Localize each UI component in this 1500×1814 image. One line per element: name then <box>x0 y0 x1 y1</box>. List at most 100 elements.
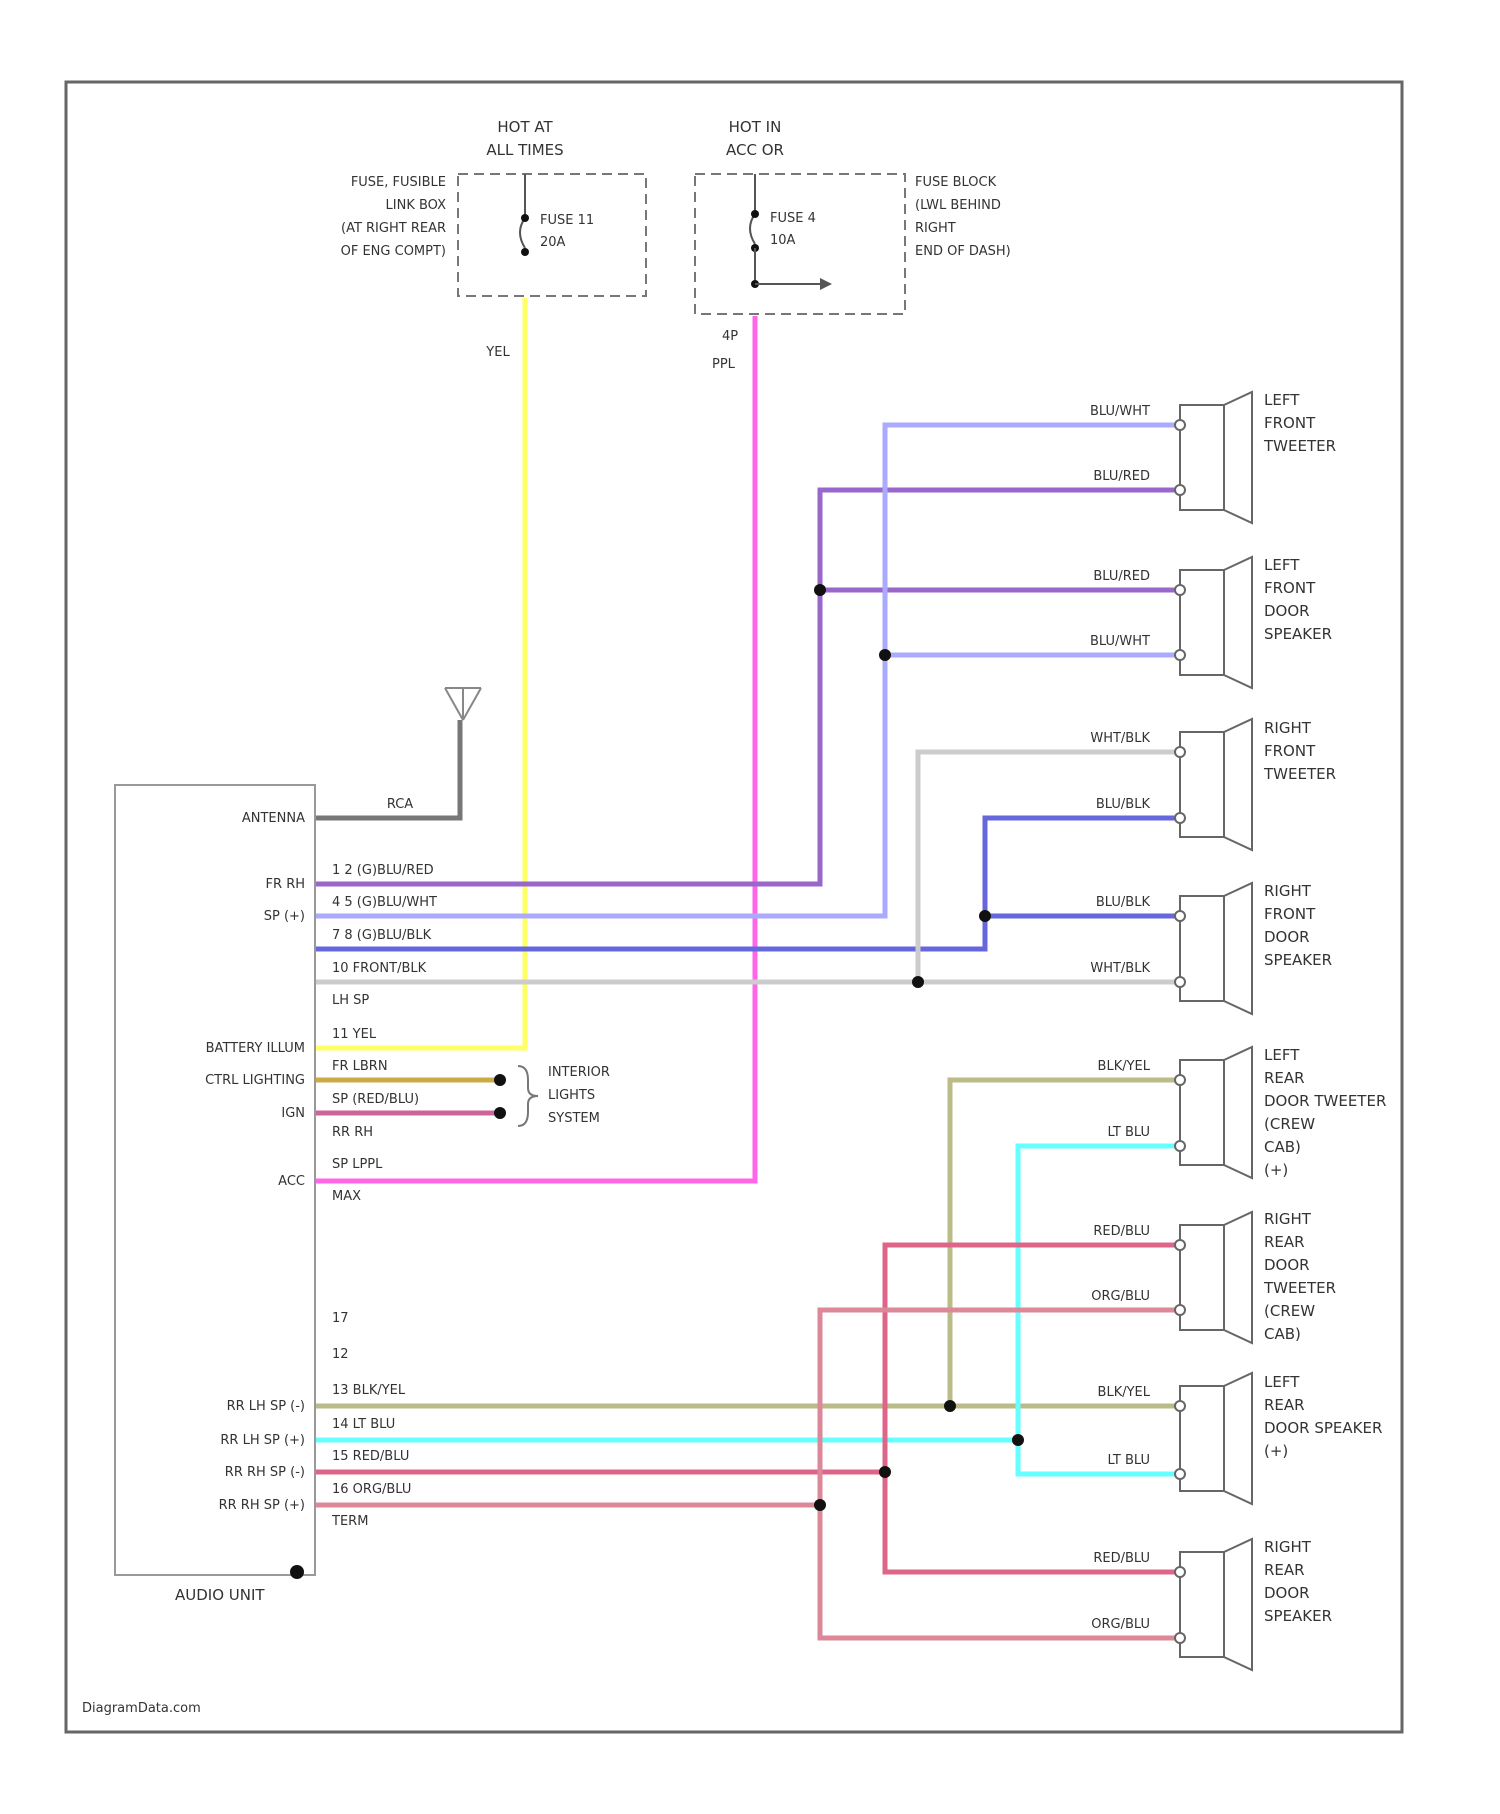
wire-label: WHT/BLK <box>1090 731 1150 746</box>
speaker-label: REAR <box>1264 1561 1305 1579</box>
wires <box>312 298 1180 1638</box>
splice-node <box>879 1466 891 1478</box>
speaker-label: LEFT <box>1264 556 1300 574</box>
wire-lt-blu-door <box>1018 1440 1180 1474</box>
brace-icon <box>518 1066 538 1126</box>
pin-label: SP LPPL <box>332 1157 383 1172</box>
splice-node <box>979 910 991 922</box>
speaker-label: RIGHT <box>1264 1538 1312 1556</box>
speaker-label: CAB) <box>1264 1325 1301 1343</box>
pin-label: 15 RED/BLU <box>332 1449 409 1464</box>
hot-label-2b: ACC OR <box>726 141 784 159</box>
wire-label: LT BLU <box>1107 1453 1150 1468</box>
speaker-label: DOOR <box>1264 602 1310 620</box>
rr-rh-sp-neg-label: RR RH SP (-) <box>225 1465 305 1480</box>
speaker-label: SPEAKER <box>1264 951 1332 969</box>
wire-label: WHT/BLK <box>1090 961 1150 976</box>
speaker-left-rear-tweeter: LEFT REAR DOOR TWEETER (CREW CAB) (+) <box>1180 1046 1386 1179</box>
speaker-icon <box>1180 405 1224 510</box>
power-hot-in-acc: HOT IN ACC OR FUSE BLOCK (LWL BEHIND RIG… <box>695 118 1011 372</box>
speaker-label: RIGHT <box>1264 1210 1312 1228</box>
speaker-right-front-tweeter: RIGHT FRONT TWEETER <box>1180 719 1336 850</box>
speakers: LEFT FRONT TWEETER LEFT FRONT DOOR SPEAK… <box>1180 391 1386 1670</box>
rr-lh-sp-neg-label: RR LH SP (-) <box>227 1399 305 1414</box>
pin-label: MAX <box>332 1189 361 1204</box>
wire-label: BLU/BLK <box>1096 797 1151 812</box>
speaker-icon <box>1180 1552 1224 1657</box>
fuse1-desc-4: OF ENG COMPT) <box>341 244 446 259</box>
speaker-icon <box>1180 1060 1224 1165</box>
wire-label: BLU/BLK <box>1096 895 1151 910</box>
fuse1-desc-3: (AT RIGHT REAR <box>341 221 446 236</box>
splice-node <box>494 1107 506 1119</box>
speaker-label: DOOR <box>1264 928 1310 946</box>
wire-label: LT BLU <box>1107 1125 1150 1140</box>
splice-node <box>879 649 891 661</box>
pin-label: RR RH <box>332 1125 373 1140</box>
fuse2-icon <box>750 214 755 244</box>
splice-node <box>814 1499 826 1511</box>
speaker-left-rear-door: LEFT REAR DOOR SPEAKER (+) <box>1180 1373 1382 1504</box>
connector-pin-label: 4P <box>722 329 738 344</box>
speaker-label: FRONT <box>1264 414 1316 432</box>
fuse1-desc-2: LINK BOX <box>386 198 447 213</box>
audio-unit: AUDIO UNIT ANTENNA RCA FR RH SP (+) BATT… <box>115 785 437 1604</box>
speaker-label: SPEAKER <box>1264 625 1332 643</box>
wire-blu-wht-tweeter <box>312 425 1180 916</box>
audio-unit-name: AUDIO UNIT <box>175 1586 265 1604</box>
acc-label: ACC <box>278 1174 305 1189</box>
speaker-icon <box>1180 1225 1224 1330</box>
fuse1-desc-1: FUSE, FUSIBLE <box>351 175 446 190</box>
pin-label: TERM <box>331 1514 368 1529</box>
speaker-label: CAB) <box>1264 1138 1301 1156</box>
wire-label: RED/BLU <box>1093 1224 1150 1239</box>
speaker-right-rear-tweeter: RIGHT REAR DOOR TWEETER (CREW CAB) <box>1180 1210 1336 1343</box>
footer-watermark: DiagramData.com <box>82 1701 201 1716</box>
speaker-label: (+) <box>1264 1161 1288 1179</box>
speaker-label: LEFT <box>1264 1046 1300 1064</box>
ign-label: IGN <box>281 1106 305 1121</box>
fuse2-desc-1: FUSE BLOCK <box>915 175 997 190</box>
power-hot-at-all-times: HOT AT ALL TIMES FUSE, FUSIBLE LINK BOX … <box>341 118 646 360</box>
pin-label: 13 BLK/YEL <box>332 1383 406 1398</box>
speaker-icon <box>1180 570 1224 675</box>
battery-illum-label: BATTERY ILLUM <box>206 1041 305 1056</box>
pin-label: 14 LT BLU <box>332 1417 395 1432</box>
wire-yel-label: YEL <box>485 345 510 360</box>
wire-ppl-label: PPL <box>712 357 736 372</box>
speaker-label: REAR <box>1264 1396 1305 1414</box>
speaker-label: (CREW <box>1264 1115 1315 1133</box>
speaker-label: DOOR SPEAKER <box>1264 1419 1382 1437</box>
wire-label: BLU/RED <box>1093 569 1150 584</box>
pin-label: LH SP <box>332 993 369 1008</box>
pin-label: SP (RED/BLU) <box>332 1092 419 1107</box>
rca-label: RCA <box>387 797 413 812</box>
interior-lights-3: SYSTEM <box>548 1111 600 1126</box>
wire-label: RED/BLU <box>1093 1551 1150 1566</box>
splice-node <box>912 976 924 988</box>
pin-label: 16 ORG/BLU <box>332 1482 411 1497</box>
speaker-label: SPEAKER <box>1264 1607 1332 1625</box>
antenna-icon <box>445 688 481 720</box>
fuse2-name: FUSE 4 <box>770 211 816 226</box>
hot-label-1a: HOT AT <box>497 118 553 136</box>
speaker-label: TWEETER <box>1263 765 1336 783</box>
fuse2-desc-2: (LWL BEHIND <box>915 198 1001 213</box>
fuse2-desc-3: RIGHT <box>915 221 956 236</box>
pin-label: 17 <box>332 1311 349 1326</box>
antenna-label: ANTENNA <box>242 811 305 826</box>
wire-pnk <box>312 316 755 1181</box>
splice-node <box>814 584 826 596</box>
speaker-label: RIGHT <box>1264 719 1312 737</box>
speaker-label: REAR <box>1264 1233 1305 1251</box>
pin-label: 1 2 (G)BLU/RED <box>332 863 434 878</box>
pin-label: 4 5 (G)BLU/WHT <box>332 895 437 910</box>
speaker-right-front-door: RIGHT FRONT DOOR SPEAKER <box>1180 882 1332 1014</box>
pin-label: 12 <box>332 1347 349 1362</box>
interior-lights-1: INTERIOR <box>548 1065 610 1080</box>
pin-label: 7 8 (G)BLU/BLK <box>332 928 432 943</box>
ctrl-lighting-label: CTRL LIGHTING <box>205 1073 305 1088</box>
wire-label: BLU/WHT <box>1090 634 1150 649</box>
fuse1-name: FUSE 11 <box>540 213 594 228</box>
